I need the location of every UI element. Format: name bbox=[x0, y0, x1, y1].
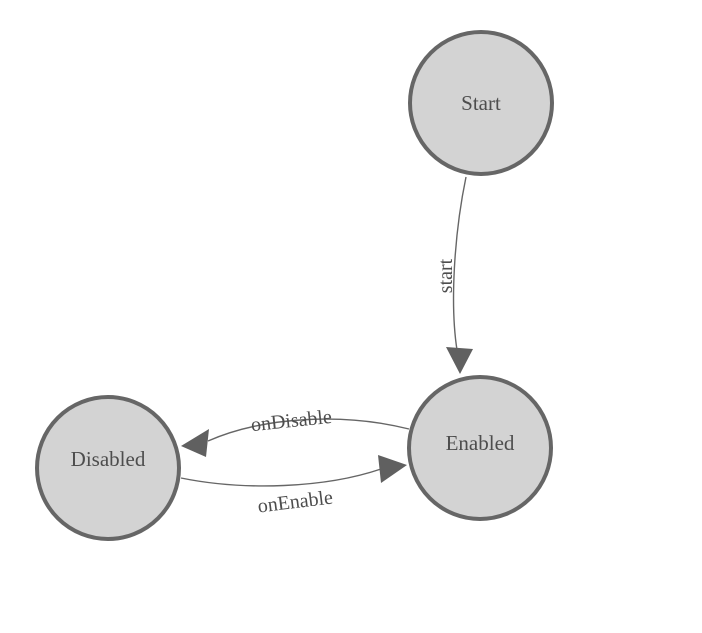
edge-line-enabled-to-disabled bbox=[207, 418, 410, 442]
edge-line-disabled-to-enabled bbox=[180, 468, 382, 487]
state-label-enabled: Enabled bbox=[446, 431, 515, 455]
state-circle-disabled bbox=[35, 395, 181, 541]
edge-start-to-enabled: start bbox=[435, 176, 473, 374]
edge-label-ondisable: onDisable bbox=[250, 406, 333, 436]
arrowhead-down-icon bbox=[446, 347, 473, 374]
arrowhead-right-icon bbox=[378, 455, 407, 483]
state-circle-start bbox=[408, 30, 554, 176]
state-circle-enabled bbox=[407, 375, 553, 521]
state-label-start: Start bbox=[461, 91, 501, 115]
edge-enabled-to-disabled: onDisable bbox=[181, 406, 410, 457]
arrowhead-left-icon bbox=[181, 429, 209, 457]
state-node-enabled: Enabled bbox=[407, 375, 553, 521]
edge-label-start: start bbox=[435, 258, 457, 293]
edge-label-onenable: onEnable bbox=[256, 487, 334, 518]
state-label-disabled: Disabled bbox=[71, 447, 146, 471]
edge-line-start-to-enabled bbox=[452, 176, 467, 351]
state-node-disabled: Disabled bbox=[35, 395, 181, 541]
edge-disabled-to-enabled: onEnable bbox=[180, 455, 407, 518]
state-node-start: Start bbox=[408, 30, 554, 176]
